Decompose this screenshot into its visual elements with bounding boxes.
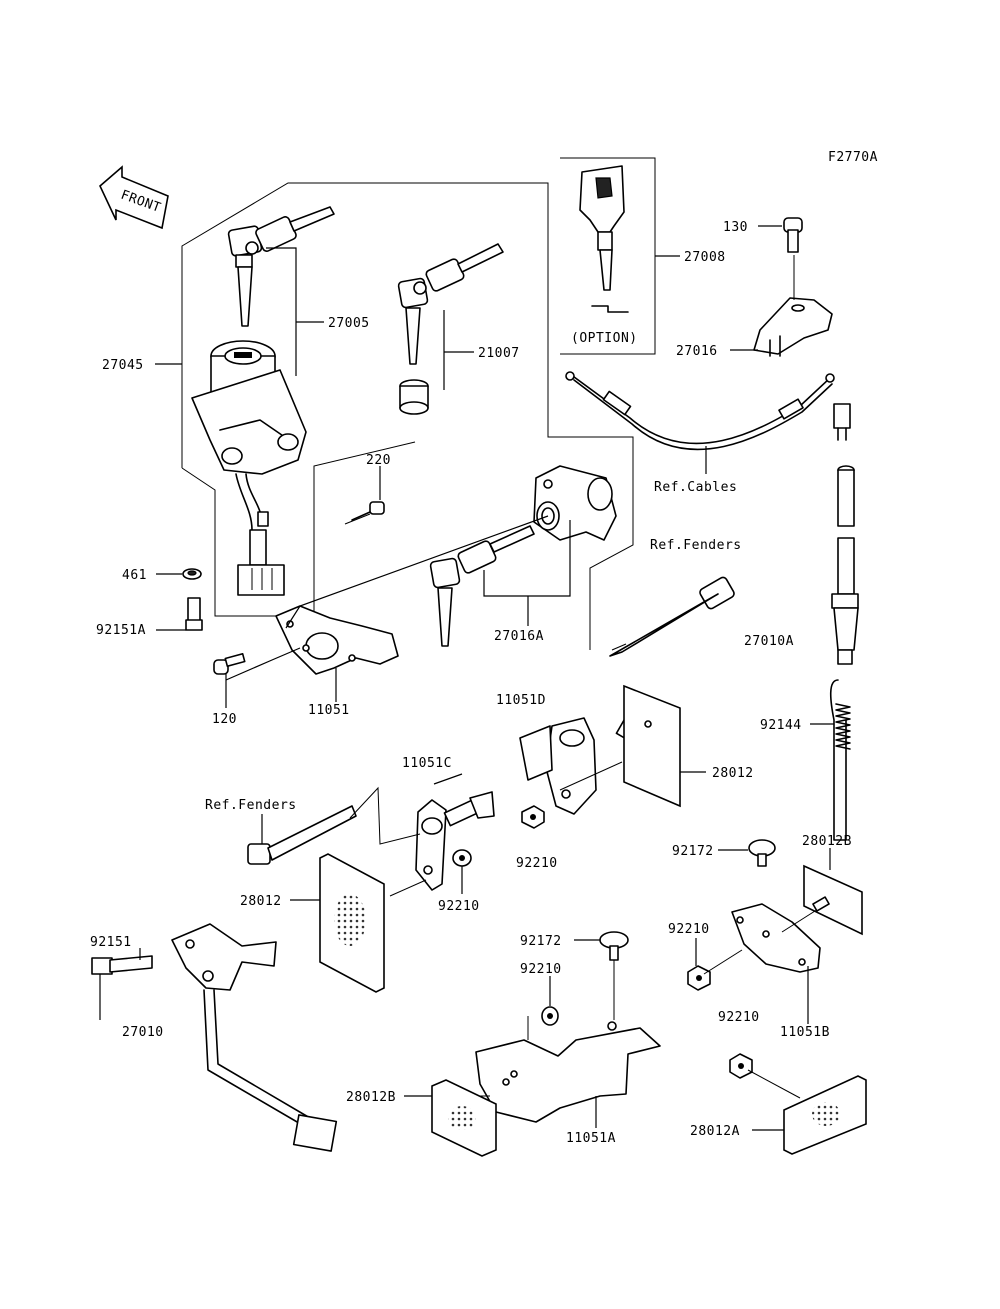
label-92172-top: 92172 — [672, 844, 714, 859]
rivet-92172-middle — [599, 931, 629, 1020]
label-27016A: 27016A — [494, 629, 544, 644]
label-220: 220 — [366, 453, 391, 468]
label-11051D: 11051D — [496, 693, 546, 708]
bracket-11051D — [519, 716, 639, 815]
option-label: (OPTION) — [571, 331, 638, 346]
switch-27010A — [831, 403, 859, 665]
label-92210-middle: 92210 — [520, 962, 562, 977]
label-27045: 27045 — [102, 358, 144, 373]
bolt-130 — [783, 217, 803, 253]
label-92210-center: 92210 — [516, 856, 558, 871]
screw-120 — [213, 653, 246, 675]
label-11051B: 11051B — [780, 1025, 830, 1040]
fender-lead — [349, 786, 421, 845]
bracket-11051B — [731, 896, 830, 973]
label-28012A: 28012A — [690, 1124, 740, 1139]
pad-28012-left — [319, 853, 385, 993]
label-28012-right: 28012 — [712, 766, 754, 781]
label-21007: 21007 — [478, 346, 520, 361]
ignition-switch-body-27045 — [191, 340, 307, 596]
ref-fenders-label-left: Ref.Fenders — [205, 798, 297, 813]
label-92172-middle: 92172 — [520, 934, 562, 949]
label-130: 130 — [723, 220, 748, 235]
label-92210-right: 92210 — [668, 922, 710, 937]
long-bolt — [609, 576, 735, 657]
seat-lock-27016A — [429, 465, 617, 647]
washer-461 — [182, 568, 202, 580]
label-92210-left: 92210 — [438, 899, 480, 914]
nut-92210-bottom — [729, 1053, 801, 1099]
label-27005: 27005 — [328, 316, 370, 331]
leader-lines — [99, 225, 834, 1131]
label-27016: 27016 — [676, 344, 718, 359]
pad-28012-right — [623, 684, 681, 808]
label-27010: 27010 — [122, 1025, 164, 1040]
bolt-left-fenders — [247, 805, 357, 865]
bracket-11051A — [440, 1016, 661, 1123]
bracket-11051 — [225, 515, 549, 681]
pad-28012B-bottom — [431, 1079, 497, 1157]
ignition-key-set-27005 — [227, 206, 335, 327]
bracket-11051C — [415, 791, 495, 891]
pad-28012B-right — [803, 864, 863, 936]
figure-code: F2770A — [828, 150, 878, 165]
optional-key-27008: (OPTION) — [560, 157, 656, 355]
group-outline-27045 — [181, 182, 634, 650]
bolt-92151A — [185, 597, 203, 631]
switch-27010 — [91, 923, 338, 1152]
cable-assembly — [565, 371, 835, 451]
rivet-92172-top — [748, 839, 776, 867]
spring-92144 — [829, 679, 851, 841]
ref-fenders-label-right: Ref.Fenders — [650, 538, 742, 553]
label-461: 461 — [122, 568, 147, 583]
label-92151: 92151 — [90, 935, 132, 950]
label-27010A: 27010A — [744, 634, 794, 649]
nut-92210-center — [521, 805, 545, 829]
label-28012B-right: 28012B — [802, 834, 852, 849]
label-92151A: 92151A — [96, 623, 146, 638]
label-28012B-bottom: 28012B — [346, 1090, 396, 1105]
label-28012-left: 28012 — [240, 894, 282, 909]
nut-92210-right — [687, 949, 743, 991]
nut-92210-left — [452, 849, 472, 867]
front-arrow-icon: FRONT — [99, 165, 169, 230]
key-set-21007 — [397, 243, 504, 415]
bracket-27016 — [753, 255, 833, 357]
label-92144: 92144 — [760, 718, 802, 733]
label-11051A: 11051A — [566, 1131, 616, 1146]
inner-outline — [181, 441, 416, 617]
ref-cables-label: Ref.Cables — [654, 480, 737, 495]
nut-92210-middle — [541, 1006, 559, 1026]
label-27008: 27008 — [684, 250, 726, 265]
label-120: 120 — [212, 712, 237, 727]
pad-28012A — [783, 1075, 867, 1155]
label-11051C: 11051C — [402, 756, 452, 771]
label-11051: 11051 — [308, 703, 350, 718]
label-92210-bottom-right: 92210 — [718, 1010, 760, 1025]
screw-220 — [344, 501, 385, 525]
